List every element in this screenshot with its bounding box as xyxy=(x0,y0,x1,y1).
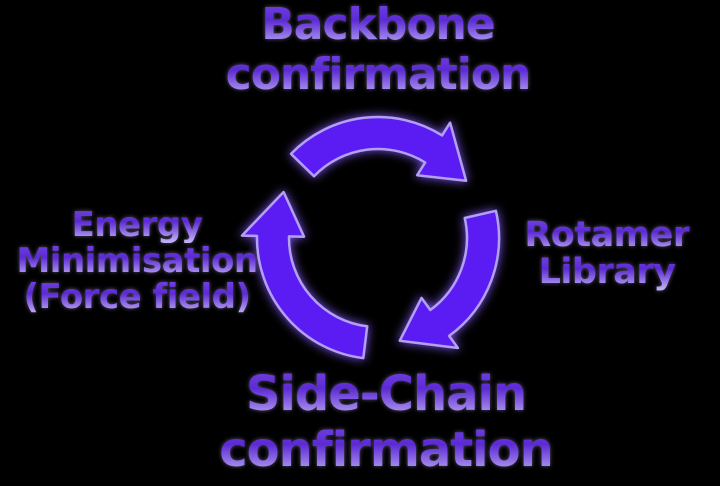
cycle-arrow-top-icon xyxy=(289,115,468,183)
cycle-arrow-right-icon xyxy=(398,209,501,350)
node-label-line: Rotamer xyxy=(524,215,690,255)
node-label-line: Backbone xyxy=(226,0,531,50)
node-backbone-conformation: Backbone confirmation xyxy=(225,0,532,100)
node-label-line: Side-Chain xyxy=(219,366,553,422)
node-label-line: Library xyxy=(524,254,689,291)
node-label-line: confirmation xyxy=(219,422,554,478)
node-energy-minimisation: Energy Minimisation (Force field) xyxy=(16,207,258,315)
node-label-line: (Force field) xyxy=(16,279,257,315)
cycle-arrow-left-icon xyxy=(240,190,369,360)
node-rotamer-library: Rotamer Library xyxy=(524,215,690,291)
node-label-line: Minimisation xyxy=(16,241,258,281)
node-label-line: Energy xyxy=(16,207,257,243)
node-label-line: confirmation xyxy=(225,49,532,100)
node-side-chain-conformation: Side-Chain confirmation xyxy=(219,366,554,478)
